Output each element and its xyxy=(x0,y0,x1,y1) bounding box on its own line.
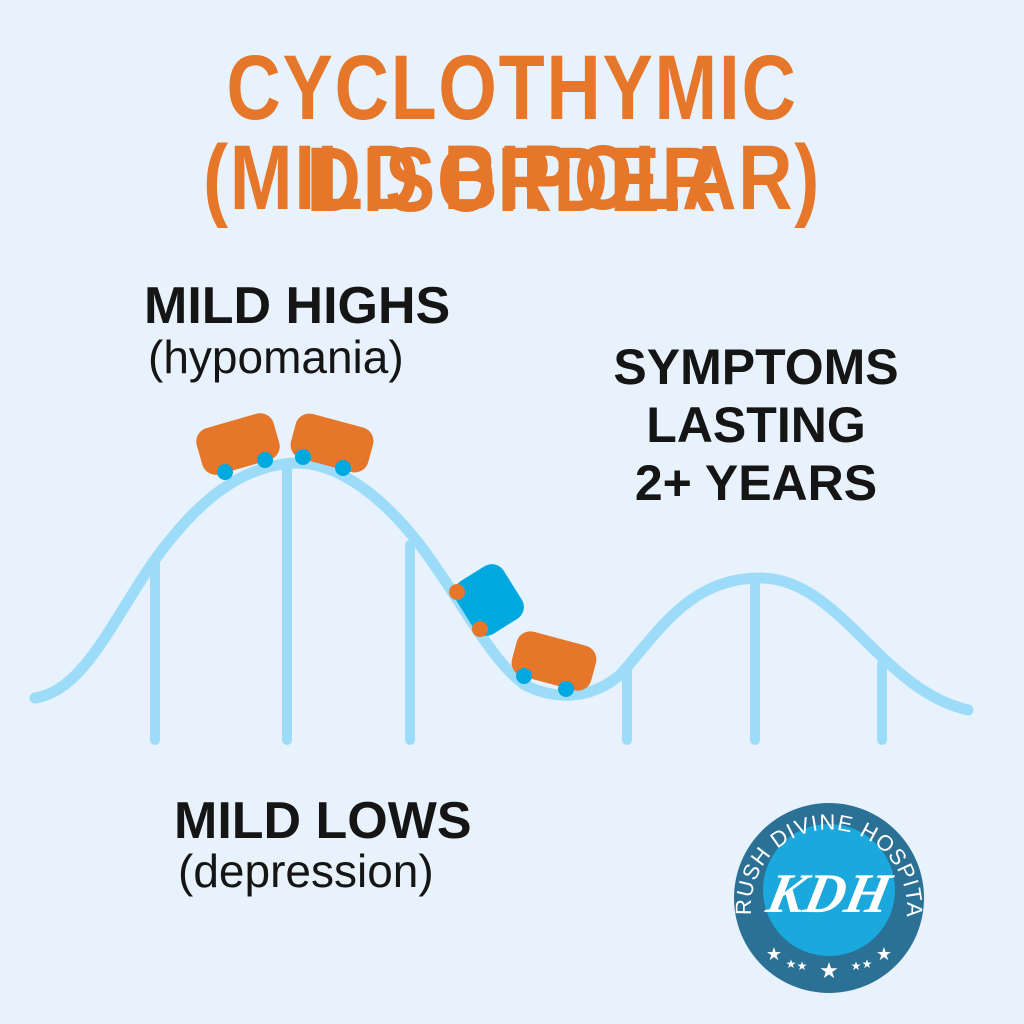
svg-text:★: ★ xyxy=(876,944,892,965)
svg-text:★: ★ xyxy=(766,944,782,965)
car-orange-3 xyxy=(511,631,597,697)
car-orange-1 xyxy=(196,413,280,480)
car-orange-2 xyxy=(290,413,374,476)
svg-text:★: ★ xyxy=(797,959,808,973)
svg-text:★: ★ xyxy=(786,957,797,971)
duration-line-3: 2+ YEARS xyxy=(634,455,878,511)
logo-ring-text: KRUSH DIVINE HOSPITAL xyxy=(0,0,926,918)
title-line-2: (MILD BIPOLAR) xyxy=(202,127,821,229)
duration-line-1: SYMPTOMS xyxy=(613,339,899,395)
logo-monogram: KDH xyxy=(761,864,898,925)
mild-highs-label: MILD HIGHS xyxy=(144,277,451,335)
depression-label: (depression) xyxy=(178,845,434,897)
svg-text:★: ★ xyxy=(819,959,839,984)
duration-line-2: LASTING xyxy=(646,397,866,453)
symptoms-duration-label: SYMPTOMS LASTING 2+ YEARS xyxy=(606,338,906,512)
svg-text:★: ★ xyxy=(862,957,873,971)
svg-text:★: ★ xyxy=(851,959,862,973)
logo-stars: ★★★ ★ ★★★ xyxy=(766,944,892,984)
hypomania-label: (hypomania) xyxy=(148,331,404,383)
title-line-1: CYCLOTHYMIC DISORDER xyxy=(226,37,798,231)
coaster-supports xyxy=(150,461,887,745)
car-blue xyxy=(449,564,524,637)
mild-lows-label: MILD LOWS xyxy=(174,792,472,850)
hospital-logo: KRUSH DIVINE HOSPITAL KDH ★★★ ★ ★★★ xyxy=(0,0,926,993)
